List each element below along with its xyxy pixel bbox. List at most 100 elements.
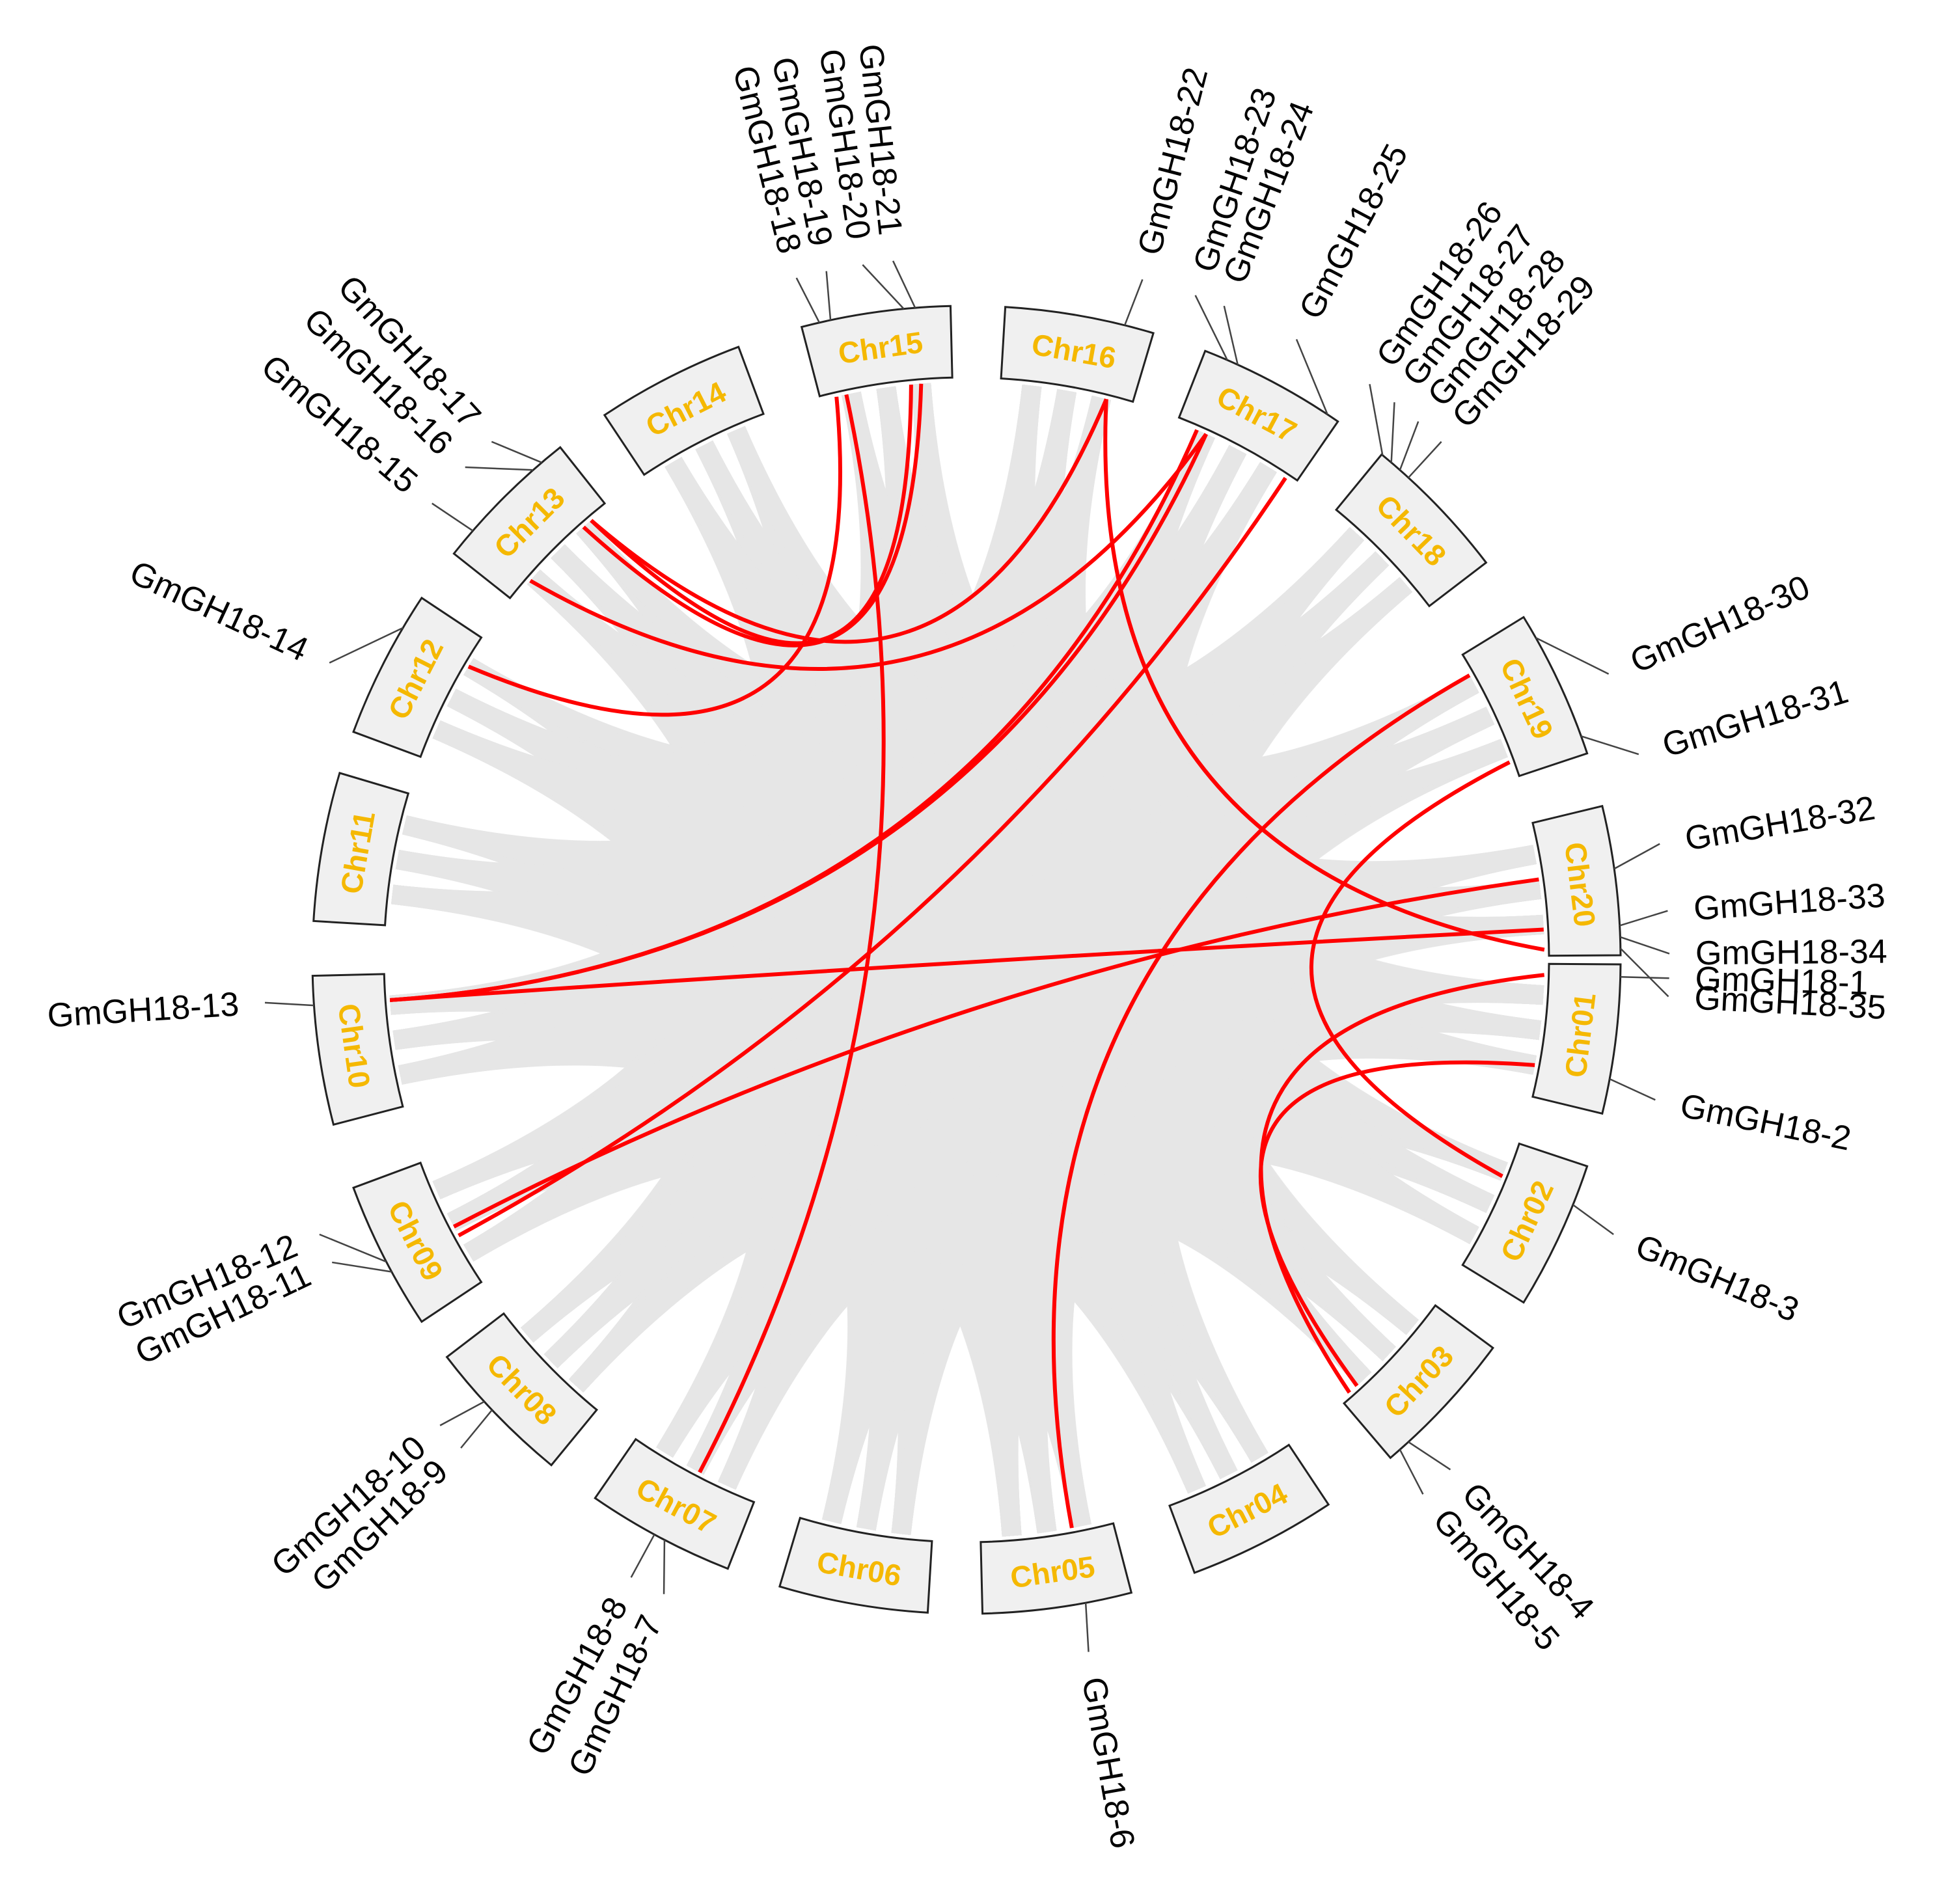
gene-label: GmGH18-32: [1682, 789, 1878, 858]
gene-label: GmGH18-31: [1658, 673, 1853, 765]
gene-tick: [1223, 305, 1239, 365]
duplication-link: [452, 877, 1539, 1229]
gene-label: GmGH18-6: [1075, 1674, 1142, 1851]
chromosome-chr02: Chr02: [1461, 1142, 1589, 1304]
chromosome-chr12: Chr12: [352, 596, 483, 758]
chromosome-box: [603, 346, 765, 476]
gene-tick: [1572, 1204, 1614, 1235]
gene-tick: [1613, 843, 1660, 870]
gene-label: GmGH18-13: [46, 985, 240, 1035]
gene-tick: [1390, 402, 1395, 463]
gene-tick: [862, 264, 905, 310]
chromosome-box: [352, 1162, 483, 1324]
duplication-link: [1051, 673, 1471, 1529]
gene-tick: [825, 271, 832, 321]
gene-tick: [491, 441, 542, 463]
gene-tick: [319, 1233, 387, 1263]
gene-tick: [1619, 910, 1668, 927]
chromosome-chr15: Chr15: [800, 305, 953, 398]
chromosome-box: [1531, 962, 1622, 1115]
chromosome-box: [1461, 1142, 1589, 1304]
gene-tick: [264, 1001, 314, 1007]
chromosome-chr06: Chr06: [778, 1516, 933, 1614]
gene-marker: GmGH18-34: [1619, 933, 1887, 973]
chromosome-box: [311, 973, 404, 1126]
chromosome-box: [1168, 1443, 1330, 1574]
gene-tick: [1619, 936, 1670, 955]
chromosome-box: [1000, 306, 1155, 403]
gene-tick: [1194, 295, 1228, 360]
gene-label: GmGH18-34: [1695, 933, 1887, 973]
gene-marker: GmGH18-3: [1572, 1204, 1804, 1329]
chromosome-box: [352, 596, 483, 758]
chromosome-chr01: Chr01: [1531, 962, 1622, 1115]
gene-tick: [1399, 1449, 1424, 1495]
background-link: [1204, 577, 1537, 888]
duplication-link: [389, 927, 1544, 1002]
gene-tick: [1369, 384, 1384, 456]
chromosome-chr17: Chr17: [1177, 349, 1339, 482]
duplication-link: [590, 385, 913, 646]
chromosome-chr11: Chr11: [312, 772, 410, 927]
gene-label: GmGH18-1: [1695, 960, 1869, 1002]
chromosome-box: [1177, 349, 1339, 482]
gene-tick: [1408, 441, 1442, 478]
chromosome-chr09: Chr09: [352, 1162, 483, 1324]
chromosome-chr16: Chr16: [1000, 306, 1155, 403]
duplication-link: [467, 396, 843, 717]
chromosome-box: [452, 446, 607, 600]
gene-tick: [1408, 1441, 1451, 1471]
chromosome-box: [1342, 1304, 1495, 1460]
chromosome-box: [312, 772, 410, 927]
gene-tick: [1399, 421, 1419, 470]
gene-label: GmGH18-14: [124, 554, 314, 669]
gene-marker: GmGH18-25: [1292, 138, 1416, 415]
chromosome-box: [1334, 453, 1488, 608]
chromosome-chr10: Chr10: [311, 973, 404, 1126]
chromosome-box: [445, 1312, 599, 1467]
gene-tick: [795, 277, 821, 323]
gene-label: GmGH18-30: [1625, 568, 1815, 681]
gene-tick: [1123, 279, 1144, 326]
gene-marker: GmGH18-13: [46, 985, 314, 1035]
gene-tick: [630, 1534, 655, 1578]
gene-tick: [329, 627, 404, 664]
gene-label: GmGH18-25: [1292, 138, 1416, 325]
duplication-link: [1259, 973, 1545, 1394]
gene-marker: GmGH18-30: [1535, 568, 1815, 681]
gene-marker: GmGH18-32: [1613, 789, 1878, 870]
chromosome-ring: Chr01Chr02Chr03Chr04Chr05Chr06Chr07Chr08…: [311, 305, 1622, 1615]
gene-marker: GmGH18-22: [1123, 64, 1215, 326]
chromosome-box: [594, 1437, 756, 1570]
chromosome-chr05: Chr05: [980, 1522, 1133, 1615]
gene-tick: [663, 1540, 666, 1594]
duplication-link: [458, 476, 1287, 1238]
gene-label: GmGH18-3: [1630, 1227, 1804, 1329]
gene-tick: [460, 1409, 493, 1449]
gene-tick: [1295, 338, 1328, 415]
gene-tick: [1620, 976, 1669, 979]
duplication-link: [1309, 760, 1511, 1178]
gene-label: GmGH18-33: [1692, 877, 1886, 927]
gene-label: GmGH18-2: [1677, 1087, 1854, 1158]
background-collinearity-links: [389, 383, 1544, 1537]
gene-tick: [892, 260, 916, 308]
chromosome-chr07: Chr07: [594, 1437, 756, 1570]
segmental-duplication-links: [389, 383, 1545, 1529]
gene-tick: [1619, 947, 1669, 998]
gene-tick: [439, 1400, 485, 1426]
gene-tick: [465, 466, 534, 471]
gene-marker: GmGH18-33: [1619, 877, 1886, 928]
duplication-link: [389, 429, 1199, 1002]
gene-tick: [1084, 1603, 1090, 1652]
gene-marker: GmGH18-1: [1620, 960, 1869, 1002]
duplication-link: [529, 433, 1208, 672]
chromosome-chr04: Chr04: [1168, 1443, 1330, 1574]
chromosome-box: [980, 1522, 1133, 1615]
chromosome-chr20: Chr20: [1531, 804, 1622, 957]
gene-tick: [432, 502, 474, 532]
chromosome-box: [1461, 616, 1589, 778]
chromosome-box: [800, 305, 953, 398]
duplication-link: [1258, 1060, 1535, 1387]
